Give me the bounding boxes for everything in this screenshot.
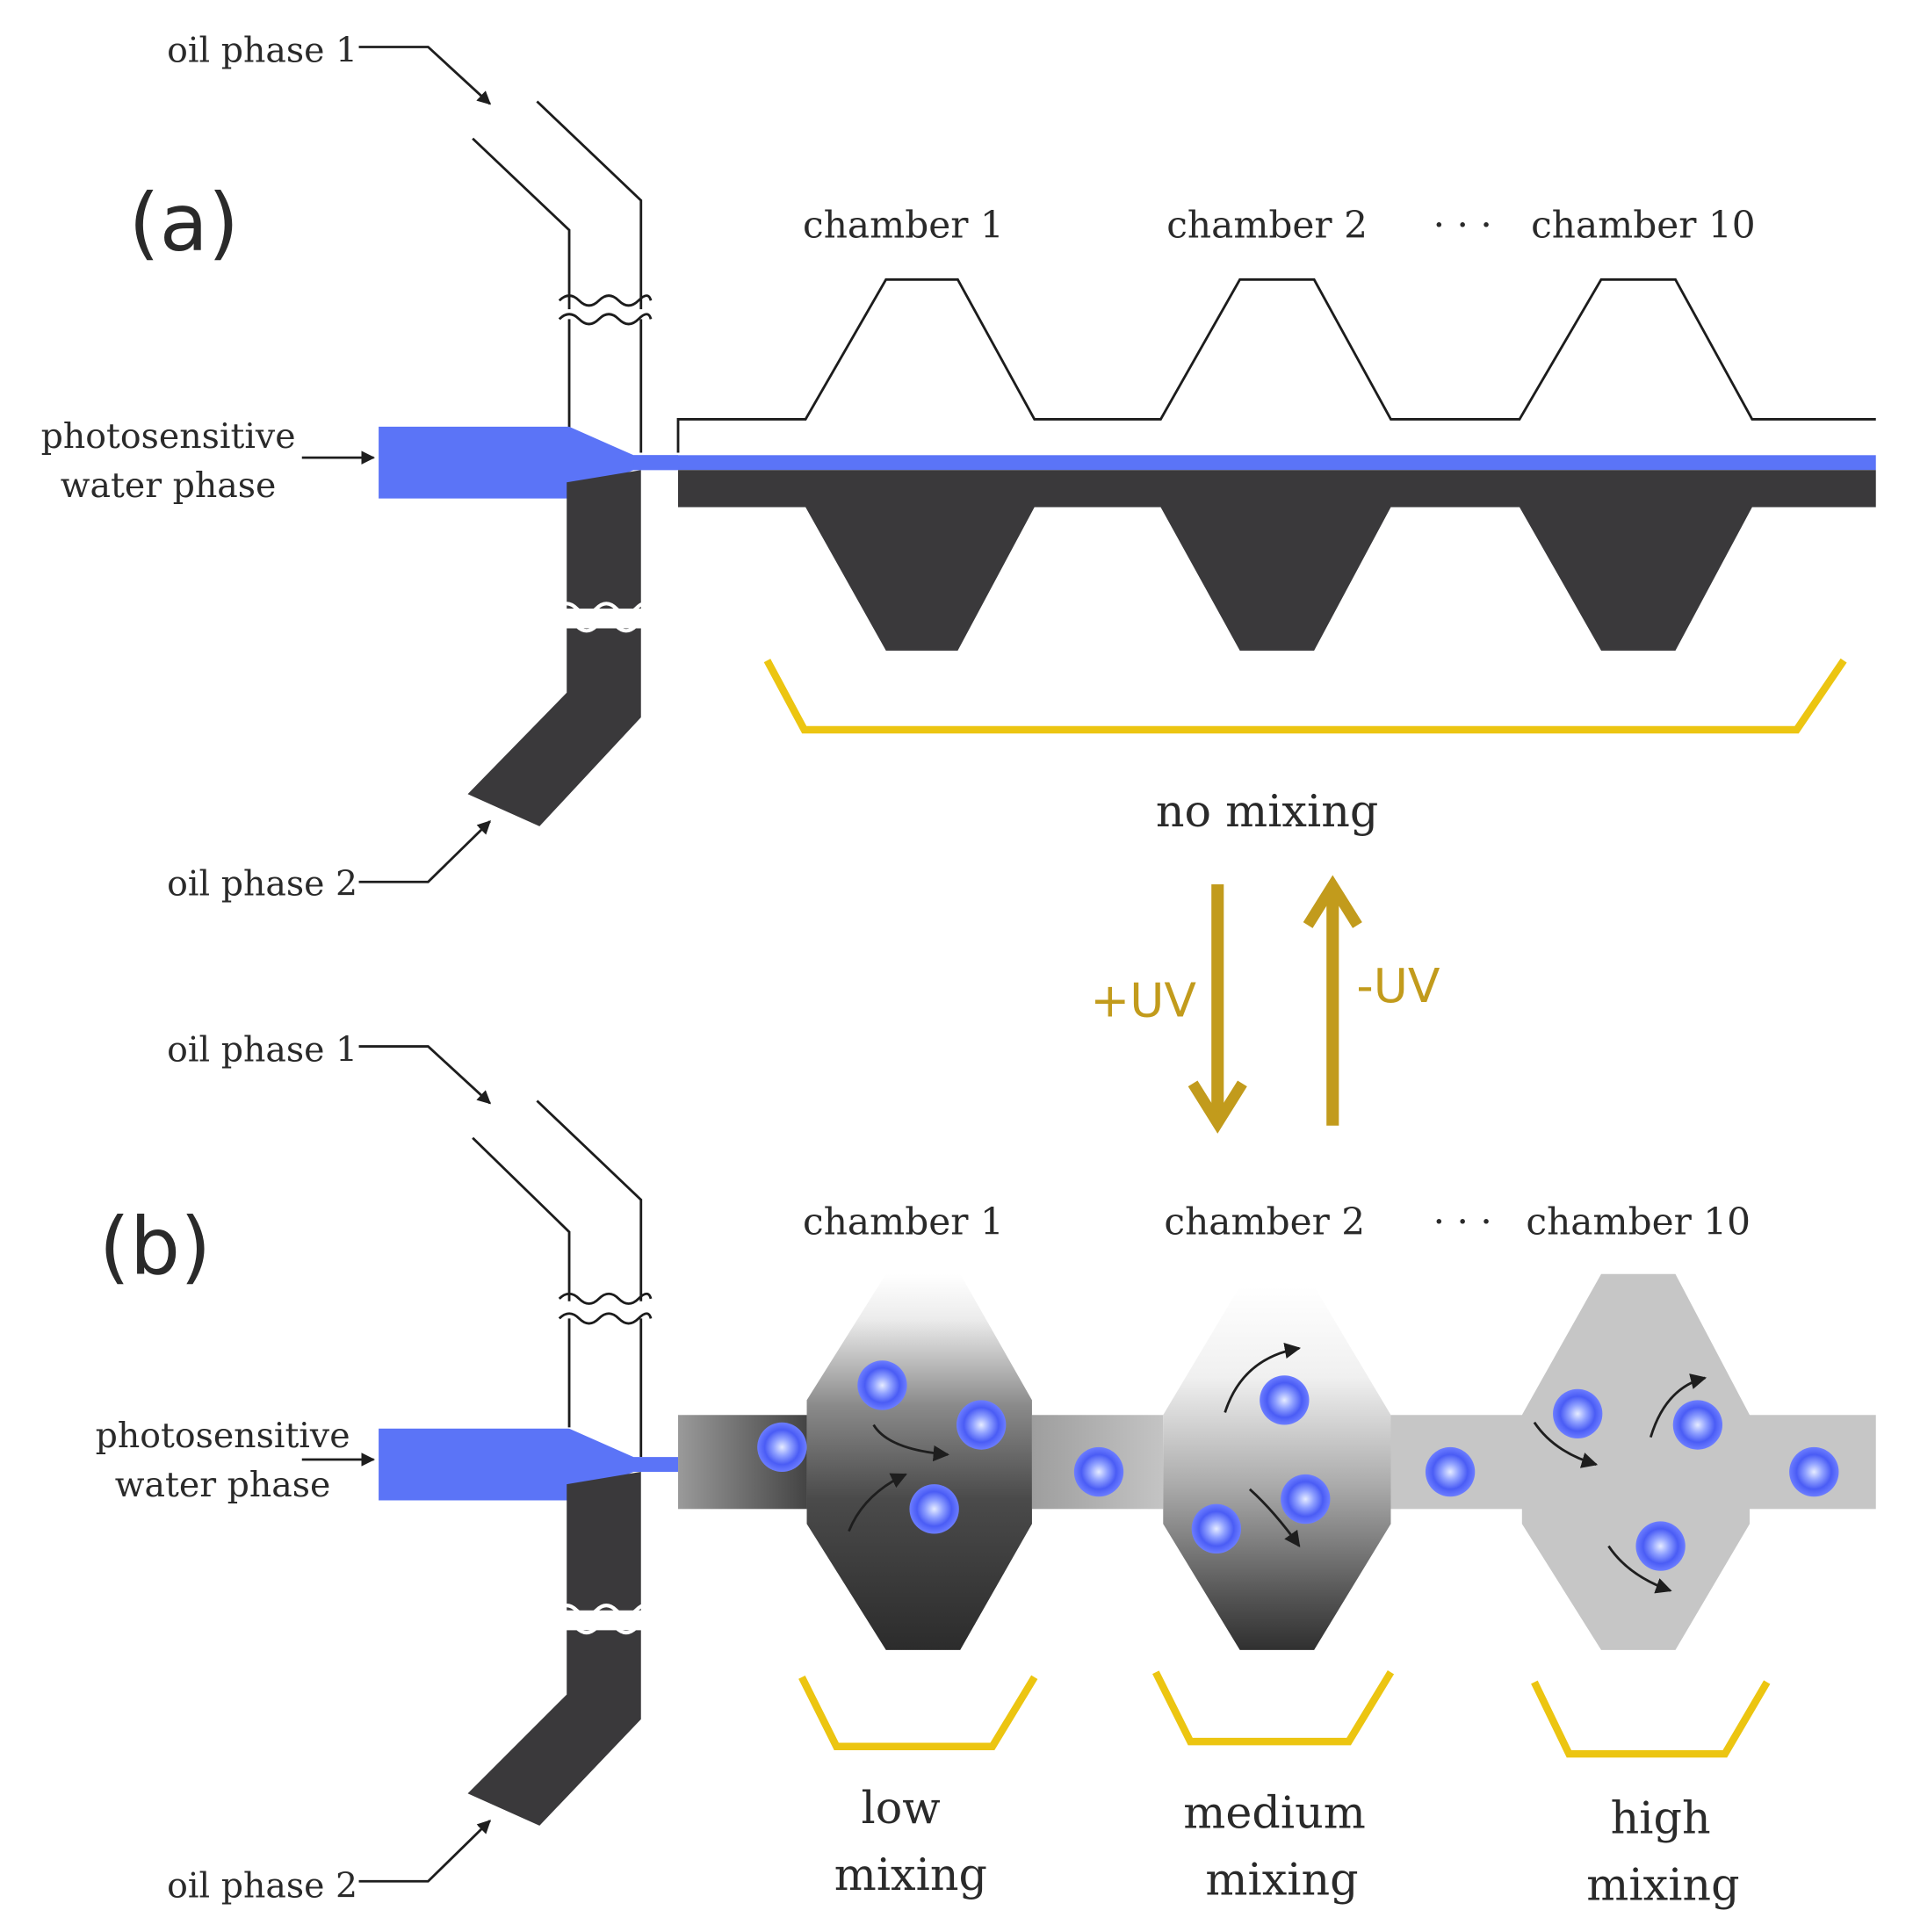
- oil2-inlet: [467, 470, 641, 826]
- chamber-2-b: [1163, 1286, 1391, 1650]
- panel-a-label: (a): [129, 177, 240, 270]
- flow-arrow-icon: [1607, 1545, 1672, 1594]
- flow-arrow-icon: [1224, 1343, 1302, 1413]
- medium-mixing-line2: mixing: [1205, 1854, 1358, 1906]
- no-mixing-label: no mixing: [1156, 785, 1379, 837]
- droplet: [1281, 1474, 1331, 1525]
- chamber2-label-a: chamber 2: [1166, 203, 1368, 246]
- oil1-inlet-walls-b: [472, 1099, 653, 1458]
- chamber1-label-a: chamber 1: [803, 203, 1004, 246]
- chamber1-label-b: chamber 1: [803, 1200, 1004, 1244]
- water-label-b-line1: photosensitive: [96, 1416, 350, 1456]
- oil1-leader-a: [358, 46, 492, 105]
- droplet: [909, 1484, 959, 1534]
- panel-a: (a) chamber 1 chamber 2 ·: [41, 30, 1876, 905]
- chamber10-label-a: chamber 10: [1531, 203, 1756, 246]
- oil2-inlet-b: [467, 1472, 641, 1826]
- flow-arrow-icon: [1248, 1488, 1301, 1548]
- chamber-wall-top: [676, 278, 1876, 453]
- high-mixing-line2: mixing: [1586, 1858, 1739, 1910]
- droplet: [1260, 1375, 1310, 1425]
- uv-transition: +UV -UV: [1090, 875, 1440, 1134]
- low-mixing-line1: low: [862, 1782, 941, 1834]
- no-mixing-bracket: [763, 658, 1847, 734]
- oil1-leader-b: [358, 1045, 492, 1105]
- water-label-a-line2: water phase: [61, 465, 277, 506]
- oil2-leader-a: [358, 820, 491, 883]
- droplet: [1789, 1446, 1839, 1497]
- high-mixing-bracket: [1531, 1680, 1771, 1758]
- medium-mixing-bracket: [1152, 1670, 1395, 1746]
- droplet: [1672, 1400, 1723, 1450]
- oil2-label-b: oil phase 2: [167, 1866, 357, 1907]
- panel-b-label: (b): [99, 1201, 212, 1294]
- oil-layer: [678, 470, 1876, 651]
- high-mixing-line1: high: [1611, 1791, 1711, 1843]
- oil1-inlet-walls: [472, 100, 653, 453]
- oil1-label-b: oil phase 1: [167, 1029, 357, 1070]
- water-stream: [633, 455, 1876, 471]
- droplet: [1191, 1503, 1242, 1554]
- oil2-label-a: oil phase 2: [167, 864, 357, 905]
- minus-uv-label: -UV: [1356, 958, 1440, 1013]
- oil1-label-a: oil phase 1: [167, 30, 357, 70]
- water-label-a-line1: photosensitive: [41, 416, 296, 457]
- panel-b: (b): [96, 1029, 1876, 1910]
- chamber-10-b: [1521, 1273, 1751, 1650]
- water-label-b-line2: water phase: [115, 1465, 331, 1505]
- oil2-leader-b: [358, 1820, 491, 1883]
- droplet: [1635, 1521, 1686, 1571]
- chamber2-label-b: chamber 2: [1164, 1200, 1365, 1244]
- droplet: [1425, 1446, 1476, 1497]
- chamber-1-b: [806, 1273, 1032, 1650]
- flow-arrow-icon: [872, 1424, 949, 1462]
- droplet: [1553, 1388, 1603, 1439]
- droplet: [857, 1360, 907, 1410]
- plus-uv-label: +UV: [1090, 973, 1196, 1028]
- chamber10-label-b: chamber 10: [1526, 1200, 1751, 1244]
- droplet: [956, 1400, 1007, 1450]
- flow-arrows: [848, 1343, 1707, 1594]
- droplet: [1073, 1446, 1124, 1497]
- low-mixing-bracket: [798, 1675, 1038, 1750]
- low-mixing-line2: mixing: [834, 1849, 987, 1900]
- flow-arrow-icon: [848, 1473, 907, 1532]
- medium-mixing-line1: medium: [1183, 1787, 1366, 1839]
- droplets: [757, 1360, 1839, 1571]
- ellipsis-b: · · ·: [1433, 1200, 1492, 1244]
- flow-arrow-icon: [1649, 1373, 1707, 1438]
- ellipsis-a: · · ·: [1433, 203, 1492, 246]
- droplet: [757, 1422, 807, 1473]
- flow-arrow-icon: [1533, 1421, 1599, 1468]
